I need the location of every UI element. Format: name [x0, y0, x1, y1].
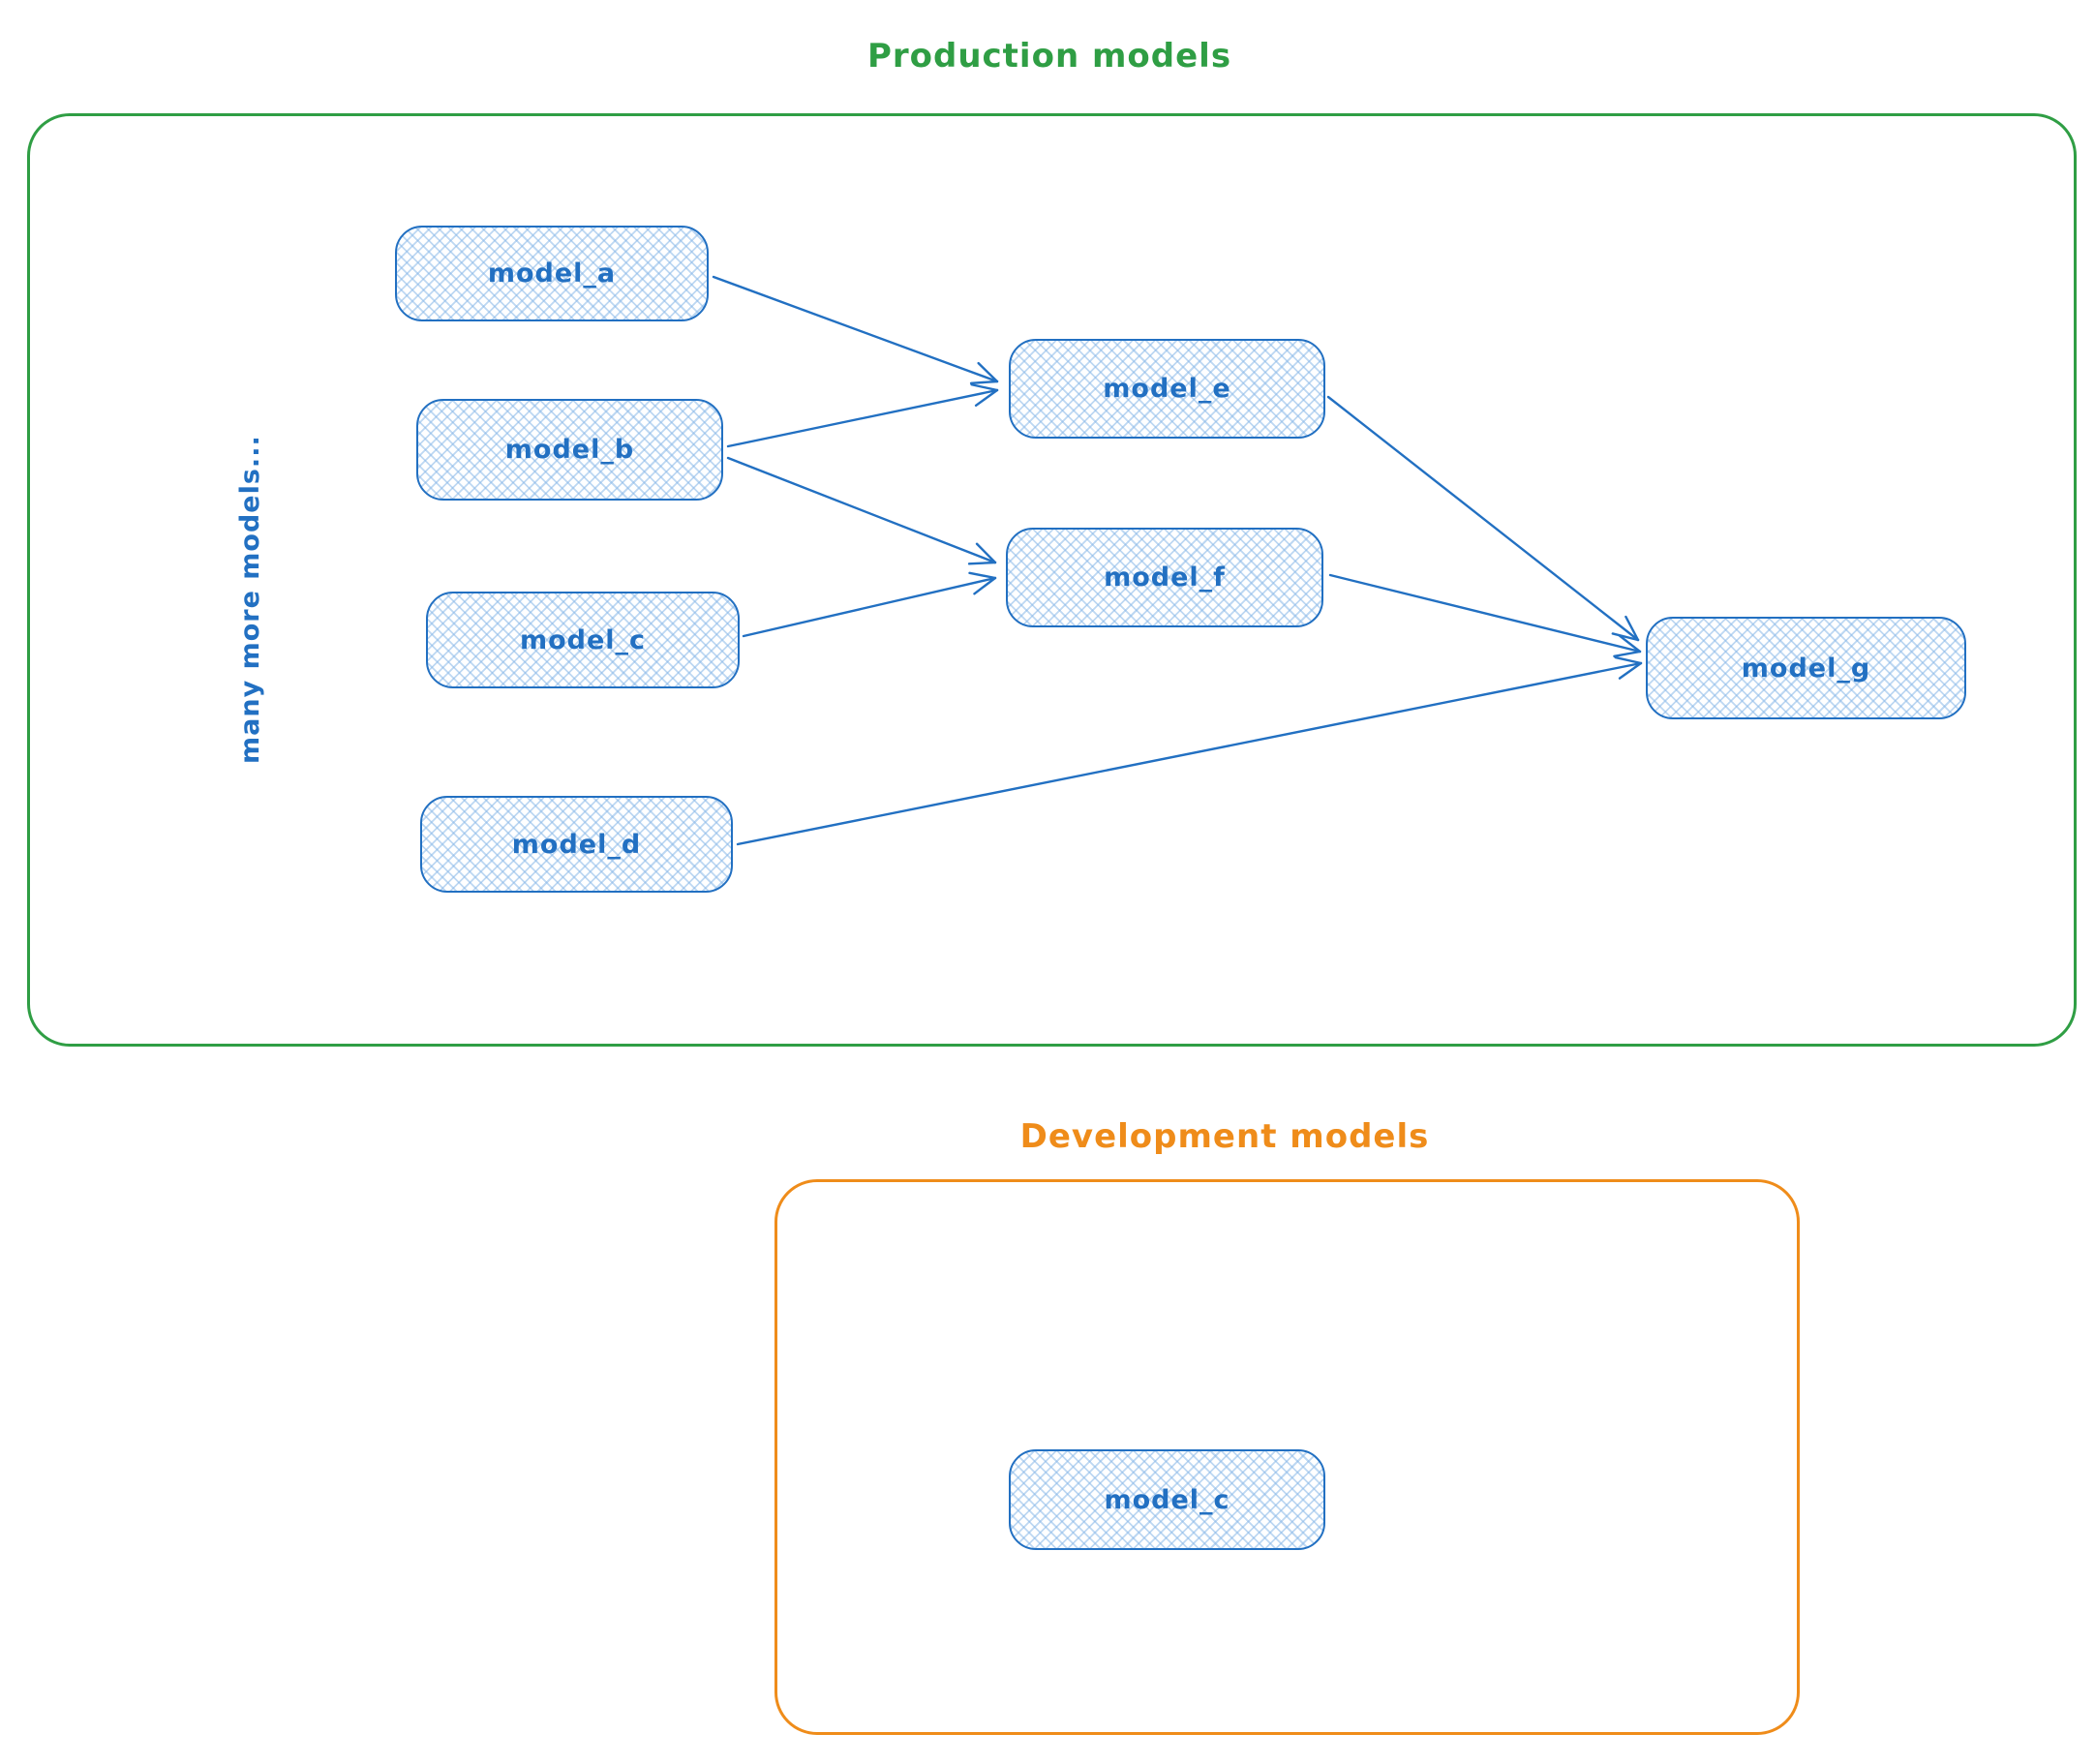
node-model_a: model_a — [395, 226, 709, 321]
node-dev_model_c: model_c — [1009, 1449, 1325, 1550]
node-label: model_g — [1741, 653, 1871, 684]
node-model_e: model_e — [1009, 339, 1325, 439]
node-model_f: model_f — [1006, 528, 1323, 627]
node-label: model_f — [1104, 563, 1226, 593]
production-group-title: Production models — [866, 37, 1232, 76]
node-label: model_b — [504, 435, 635, 465]
development-container — [774, 1179, 1800, 1735]
node-label: model_d — [511, 829, 642, 860]
development-group-title: Development models — [1019, 1117, 1430, 1156]
production-container — [27, 113, 2077, 1047]
node-model_d: model_d — [420, 796, 733, 893]
node-label: model_c — [1104, 1484, 1230, 1515]
node-model_c: model_c — [426, 592, 740, 688]
many-more-models-note: many more models... — [235, 435, 265, 764]
node-model_g: model_g — [1646, 617, 1966, 719]
node-label: model_a — [487, 259, 617, 289]
node-label: model_c — [519, 624, 647, 655]
node-model_b: model_b — [416, 399, 723, 501]
node-label: model_e — [1103, 374, 1231, 404]
